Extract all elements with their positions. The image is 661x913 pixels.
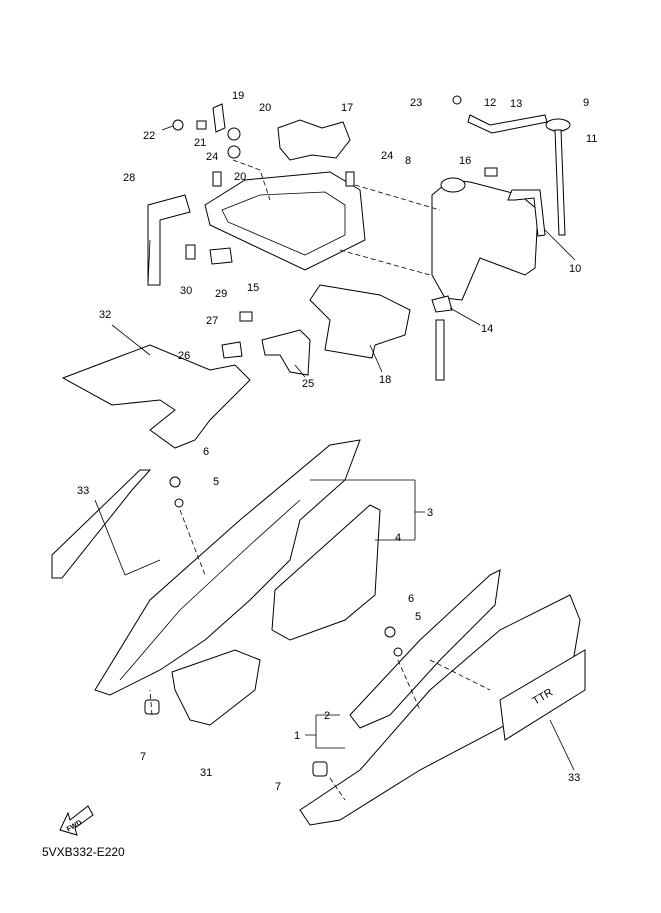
part-14-clamp [431,295,453,313]
callout: 16 [459,155,471,167]
part-29-clamp [209,247,233,265]
part-27-bolt [239,311,253,322]
part-16-bolt [484,167,498,177]
part-20-grommet-2 [227,145,241,159]
part-20-grommet [227,127,241,141]
part-1-right-side-cover [299,594,581,826]
callout: 24 [206,151,218,163]
part-25-bracket [261,329,311,376]
callout: 23 [410,97,422,109]
part-21-collar [196,120,207,130]
part-8-reservoir-tank [431,179,539,301]
callout: 32 [99,309,111,321]
part-26-clamp [221,341,243,359]
callout-labels: 19 20 17 22 21 20 24 24 23 12 13 9 16 8 … [77,90,597,793]
part-33-decal-left [51,469,152,579]
callout: 17 [341,102,353,114]
callout: 28 [123,172,135,184]
callout: 2 [324,710,330,722]
callout: 33 [77,485,89,497]
part-15-tray [204,171,366,271]
part-33-decal-right [499,649,586,741]
part-7-damper-2 [312,761,328,777]
callout: 13 [510,98,522,110]
callout: 6 [203,446,209,458]
part-10-hose [507,189,546,237]
part-6-bolt [169,476,181,488]
fwd-arrow-icon: FWD [59,805,94,836]
callout: 31 [200,767,212,779]
part-18-pad [309,284,411,359]
part-17-pad [277,119,351,161]
callout: 7 [140,751,146,763]
part-5-washer [174,498,184,508]
tank-cap [440,177,466,193]
callout: 21 [194,137,206,149]
part-30-bolt [185,244,196,260]
callout: 33 [568,772,580,784]
part-5-washer-2 [393,647,403,657]
callout: 24 [381,150,393,162]
callout: 6 [408,593,414,605]
callout: 19 [232,90,244,102]
part-12-hose [467,114,548,134]
callout: 25 [302,378,314,390]
part-24-bolt [212,171,222,187]
part-3-left-side-cover [94,439,361,696]
callout: 3 [427,507,433,519]
callout: 26 [178,350,190,362]
part-4-panel [271,504,381,641]
part-32-sheet [61,344,251,449]
part-28-stay [147,194,191,286]
callout: 8 [405,155,411,167]
part-6-bolt-2 [384,626,396,638]
part-24-bolt-2 [345,171,355,187]
callout: 15 [247,282,259,294]
callout: 18 [379,374,391,386]
callout: 20 [259,102,271,114]
callout: 22 [143,130,155,142]
callout: 5 [415,611,421,623]
callout: 20 [234,171,246,183]
callout: 29 [215,288,227,300]
diagram-code: 5VXB332-E220 [42,845,125,859]
part-22-bolt [172,119,184,131]
part-11-tube [554,129,566,236]
callout: 7 [275,781,281,793]
part-14-hose [435,319,445,381]
part-19-clip [212,103,226,133]
callout: 10 [569,263,581,275]
callout: 30 [180,285,192,297]
callout: 4 [395,532,401,544]
part-2-panel [349,569,501,729]
part-11-cap [545,118,571,132]
part-23-clip [452,95,462,105]
callout: 9 [583,97,589,109]
callout: 11 [586,133,597,145]
callout: 12 [484,97,496,109]
callout: 1 [294,730,300,742]
callout: 14 [481,323,493,335]
callout: 27 [206,315,218,327]
part-31-cover [171,649,261,726]
callout: 5 [213,476,219,488]
